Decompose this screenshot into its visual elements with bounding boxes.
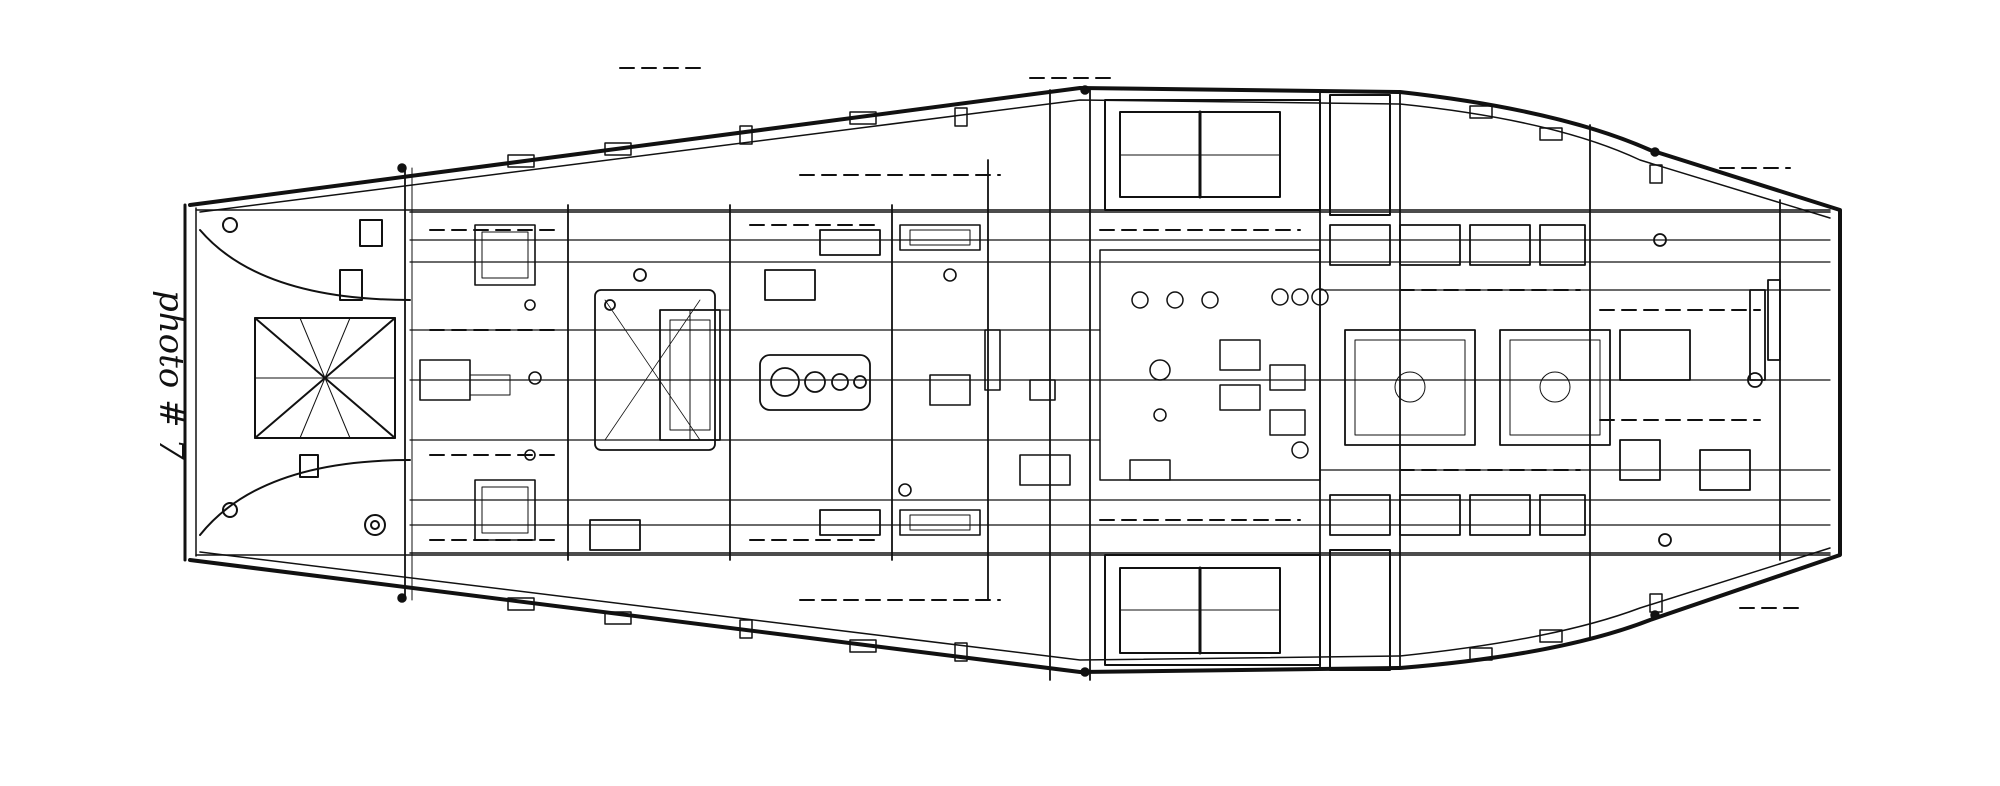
bulkhead-lines: [404, 89, 1781, 681]
deckhouse-lower: [1104, 549, 1391, 671]
deckhouse-upper: [1104, 94, 1391, 216]
bow-structure: [199, 217, 411, 536]
longitudinal-lines: [409, 239, 1831, 526]
mid-machinery: [898, 224, 1071, 536]
hull-fittings: [397, 85, 1663, 677]
deck-edge-lines: [195, 99, 1831, 661]
aft-compartments: [1329, 224, 1781, 547]
forward-machinery: [419, 224, 542, 541]
photo-annotation: photo # 7: [151, 290, 191, 460]
engine-room: [567, 229, 893, 551]
control-area: [1099, 249, 1329, 481]
detail-hatching: [429, 67, 1801, 609]
